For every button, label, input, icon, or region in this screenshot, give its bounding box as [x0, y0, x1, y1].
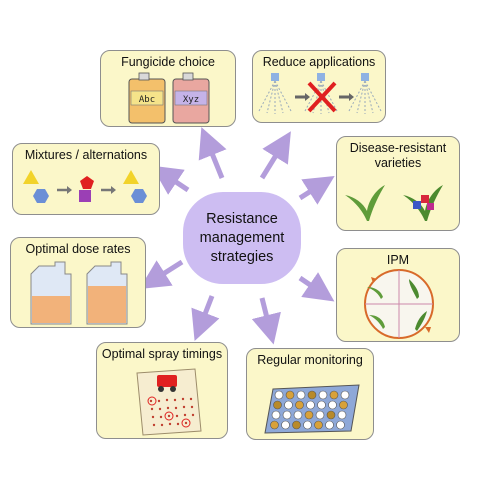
- arrow-resistant: [298, 175, 335, 205]
- well: [317, 400, 326, 410]
- well: [270, 420, 279, 430]
- well: [314, 420, 323, 430]
- well: [285, 390, 295, 400]
- dose-rates-title: Optimal dose rates: [25, 242, 131, 256]
- well: [337, 410, 347, 420]
- well: [282, 410, 292, 420]
- well: [296, 390, 306, 400]
- well: [340, 390, 350, 400]
- well: [271, 410, 281, 420]
- well: [281, 420, 290, 430]
- monitoring-title: Regular monitoring: [257, 353, 363, 367]
- center-node: Resistance management strategies: [183, 192, 301, 284]
- reduce-applications-title: Reduce applications: [262, 55, 376, 69]
- well: [318, 390, 328, 400]
- mixtures-shapes-icon: [23, 170, 147, 203]
- well: [328, 400, 337, 410]
- box-fungicide-choice: Fungicide choice Abc Xyz: [100, 50, 236, 127]
- box-dose-rates: Optimal dose rates: [10, 237, 146, 328]
- well: [325, 420, 334, 430]
- arrow-reduce: [259, 131, 291, 180]
- box-mixtures: Mixtures / alternations: [12, 143, 160, 215]
- well: [307, 390, 317, 400]
- arrow-mixtures: [151, 165, 190, 195]
- ipm-cycle-icon: [364, 269, 434, 339]
- well: [315, 410, 325, 420]
- arrow-ipm: [298, 272, 335, 302]
- cross-icon: [307, 81, 337, 113]
- well: [293, 410, 303, 420]
- sprayer-icon: [258, 73, 382, 114]
- arrow-fungicide: [198, 127, 227, 179]
- well: [273, 400, 282, 410]
- well: [306, 400, 315, 410]
- box-ipm: IPM: [336, 248, 460, 342]
- well: [339, 400, 348, 410]
- ipm-title: IPM: [386, 253, 410, 267]
- box-reduce-applications: Reduce applications: [252, 50, 386, 123]
- well: [274, 390, 284, 400]
- well: [329, 390, 339, 400]
- well: [336, 420, 345, 430]
- spray-timings-title: Optimal spray timings: [101, 347, 223, 361]
- mixtures-title: Mixtures / alternations: [24, 148, 148, 162]
- disease-resistant-title: Disease-resistant varieties: [349, 141, 447, 170]
- box-disease-resistant: Disease-resistant varieties: [336, 136, 460, 231]
- dose-jugs-icon: [30, 261, 128, 325]
- box-spray-timings: Optimal spray timings: [96, 342, 228, 439]
- calendar-icon: [136, 368, 202, 436]
- arrow-dose: [139, 259, 184, 290]
- bottle-b-label: Xyz: [183, 95, 199, 105]
- fungicide-bottles-icon: Abc Xyz: [128, 72, 210, 124]
- well: [304, 410, 314, 420]
- plants-icon: [345, 185, 443, 221]
- well: [326, 410, 336, 420]
- well: [292, 420, 301, 430]
- bottle-a-label: Abc: [139, 95, 155, 105]
- tractor-icon: [157, 375, 177, 387]
- box-monitoring: Regular monitoring: [246, 348, 374, 440]
- well-plate-icon: [264, 384, 360, 434]
- well: [284, 400, 293, 410]
- arrow-timings: [191, 295, 220, 341]
- well: [295, 400, 304, 410]
- fungicide-choice-title: Fungicide choice: [121, 55, 215, 69]
- center-label: Resistance management strategies: [199, 210, 285, 265]
- arrow-monitoring: [251, 297, 281, 345]
- well: [303, 420, 312, 430]
